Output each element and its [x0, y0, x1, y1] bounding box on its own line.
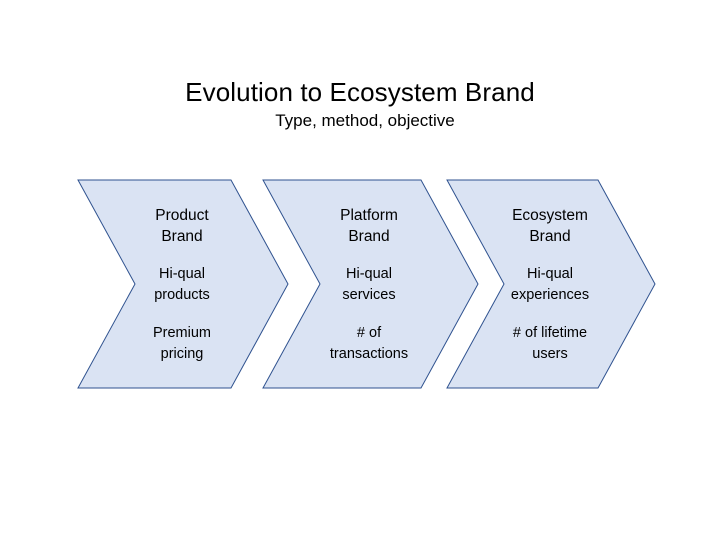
objective-line: transactions: [329, 346, 409, 362]
method-line: experiences: [510, 287, 590, 303]
chevron-platform-brand: [262, 179, 479, 389]
brand-type-line: Product: [155, 207, 209, 224]
method-line: Hi-qual: [346, 266, 392, 282]
brand-type-line: Brand: [529, 228, 571, 245]
objective-line: # of lifetime: [512, 325, 588, 341]
objective-line: users: [532, 346, 568, 362]
brand-type-label: Platform Brand: [304, 205, 434, 247]
method-line: Hi-qual: [527, 266, 573, 282]
chevron-ecosystem-brand: [446, 179, 656, 389]
chevron-platform-brand-text: Platform Brand Hi-qual services # of tra…: [304, 205, 434, 365]
brand-type-label: Product Brand: [117, 205, 247, 247]
brand-type-line: Brand: [161, 228, 203, 245]
method-line: services: [342, 287, 396, 303]
chevron-product-brand: [77, 179, 289, 389]
chevron-product-brand-text: Product Brand Hi-qual products Premium p…: [117, 205, 247, 365]
method-line: Hi-qual: [159, 266, 205, 282]
objective-line: pricing: [160, 346, 204, 362]
slide-title: Evolution to Ecosystem Brand: [185, 77, 535, 107]
method-line: products: [154, 287, 210, 303]
objective-line: # of: [356, 325, 382, 341]
brand-type-line: Brand: [348, 228, 390, 245]
brand-type-label: Ecosystem Brand: [485, 205, 615, 247]
slide-subtitle: Type, method, objective: [275, 111, 455, 130]
chevron-ecosystem-brand-text: Ecosystem Brand Hi-qual experiences # of…: [485, 205, 615, 365]
brand-type-line: Ecosystem: [512, 207, 588, 224]
objective-line: Premium: [152, 325, 211, 341]
brand-type-line: Platform: [340, 207, 398, 224]
